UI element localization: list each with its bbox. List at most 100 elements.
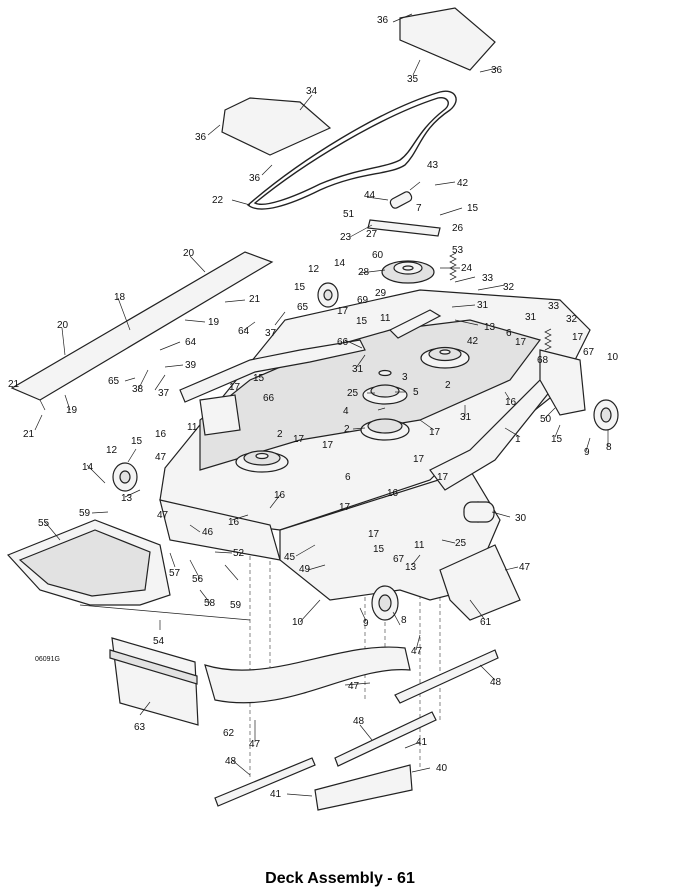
- gauge-wheel-right: [593, 399, 619, 431]
- deck-rail-left: [10, 251, 274, 411]
- callout-64: 64: [185, 337, 197, 348]
- roller-12-top: [317, 282, 339, 308]
- discharge-chute: [6, 519, 251, 621]
- callout-29: 29: [375, 288, 387, 299]
- callout-31: 31: [477, 300, 489, 311]
- callout-26: 26: [452, 223, 464, 234]
- spindle-pulley-center: [360, 369, 410, 441]
- callout-16: 16: [505, 397, 517, 408]
- callout-11: 11: [414, 540, 425, 551]
- lift-arm-left: [179, 339, 366, 436]
- callout-3: 3: [402, 372, 408, 383]
- rear-baffle: [204, 646, 411, 704]
- callout-48: 48: [353, 716, 365, 727]
- callout-52: 52: [233, 548, 245, 559]
- callout-66: 66: [263, 393, 275, 404]
- callout-20: 20: [183, 248, 195, 259]
- callout-15: 15: [294, 282, 306, 293]
- spring: [449, 252, 552, 351]
- callout-2: 2: [277, 429, 283, 440]
- callout-44: 44: [364, 190, 376, 201]
- callout-39: 39: [185, 360, 197, 371]
- callout-21: 21: [8, 379, 20, 390]
- callout-17: 17: [229, 382, 241, 393]
- callout-21: 21: [23, 429, 35, 440]
- callout-9: 9: [584, 447, 590, 458]
- callout-17: 17: [515, 337, 527, 348]
- callout-6: 6: [506, 328, 512, 339]
- callout-13: 13: [121, 493, 133, 504]
- blade-mount-40: [314, 764, 413, 811]
- callout-47: 47: [348, 681, 360, 692]
- callout-45: 45: [284, 552, 296, 563]
- callout-17: 17: [572, 332, 584, 343]
- idler-arm: [367, 191, 442, 339]
- callout-69: 69: [357, 295, 369, 306]
- callout-36: 36: [377, 15, 389, 26]
- callout-47: 47: [519, 562, 531, 573]
- callout-17: 17: [322, 440, 334, 451]
- callout-16: 16: [155, 429, 167, 440]
- callout-16: 16: [274, 490, 286, 501]
- callout-24: 24: [461, 263, 473, 274]
- callout-40: 40: [436, 763, 448, 774]
- belt-cover-rear: [221, 97, 332, 156]
- callout-4: 4: [343, 406, 349, 417]
- callout-15: 15: [356, 316, 368, 327]
- callout-59: 59: [230, 600, 242, 611]
- callout-34: 34: [306, 86, 318, 97]
- callout-36: 36: [195, 132, 207, 143]
- roller-30: [463, 501, 495, 523]
- blade-middle: [334, 711, 437, 767]
- callout-66: 66: [337, 337, 349, 348]
- callout-7: 7: [416, 203, 422, 214]
- callout-28: 28: [358, 267, 370, 278]
- callout-17: 17: [337, 306, 349, 317]
- drive-belt: [246, 90, 457, 210]
- gauge-wheel-center: [371, 585, 399, 621]
- callout-18: 18: [114, 292, 126, 303]
- callout-65: 65: [297, 302, 309, 313]
- callout-15: 15: [551, 434, 563, 445]
- callout-13: 13: [405, 562, 417, 573]
- callout-5: 5: [413, 387, 419, 398]
- callout-31: 31: [525, 312, 537, 323]
- callout-36: 36: [491, 65, 503, 76]
- callout-48: 48: [225, 756, 237, 767]
- belt-cover-front: [399, 7, 496, 71]
- callout-20: 20: [57, 320, 69, 331]
- callout-32: 32: [503, 282, 515, 293]
- callout-61: 61: [480, 617, 492, 628]
- callout-49: 49: [299, 564, 311, 575]
- callout-22: 22: [212, 195, 224, 206]
- callout-13: 13: [484, 322, 496, 333]
- callout-16: 16: [228, 517, 240, 528]
- callout-10: 10: [292, 617, 304, 628]
- callout-55: 55: [38, 518, 50, 529]
- callout-17: 17: [437, 472, 449, 483]
- callout-53: 53: [452, 245, 464, 256]
- front-baffle: [109, 637, 199, 726]
- callout-50: 50: [540, 414, 552, 425]
- lift-arm-right: [429, 349, 586, 491]
- leader-lines: [34, 13, 609, 797]
- callout-56: 56: [192, 574, 204, 585]
- callout-14: 14: [334, 258, 346, 269]
- spindle-pulley-left: [235, 450, 289, 473]
- callout-12: 12: [308, 264, 320, 275]
- callout-11: 11: [380, 313, 391, 324]
- callout-8: 8: [606, 442, 612, 453]
- callout-14: 14: [82, 462, 94, 473]
- spindle-pulley-right: [420, 346, 470, 369]
- drawing-code: 06091G: [35, 656, 60, 663]
- blade-front: [394, 649, 499, 704]
- callout-58: 58: [204, 598, 216, 609]
- callout-33: 33: [482, 273, 494, 284]
- callout-31: 31: [460, 412, 472, 423]
- callout-36: 36: [249, 173, 261, 184]
- callout-32: 32: [566, 314, 578, 325]
- page-title: Deck Assembly - 61: [265, 870, 415, 887]
- callout-37: 37: [265, 328, 277, 339]
- side-guard: [439, 544, 521, 621]
- callout-33: 33: [548, 301, 560, 312]
